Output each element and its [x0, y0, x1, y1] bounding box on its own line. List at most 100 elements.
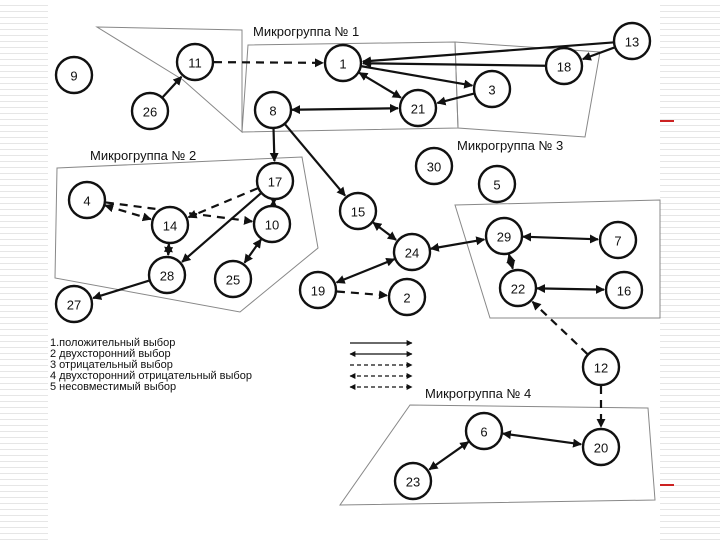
edge-14-28 — [163, 243, 174, 256]
edge-10-25 — [243, 238, 262, 264]
node-22: 22 — [498, 268, 538, 308]
node-label: 24 — [405, 246, 419, 261]
node-circle — [213, 259, 253, 299]
node-circle — [147, 255, 187, 295]
node-7: 7 — [598, 220, 638, 260]
nodes-layer: 1234567891011121314151617181920212223242… — [54, 21, 652, 501]
edge-26-11 — [162, 75, 183, 98]
node-circle — [581, 347, 621, 387]
edge-28-27 — [92, 279, 150, 300]
node-label: 30 — [427, 160, 441, 175]
slide-marker — [660, 484, 674, 486]
node-circle — [150, 205, 190, 245]
node-circle — [54, 284, 94, 324]
node-label: 22 — [511, 282, 525, 297]
node-4: 4 — [67, 180, 107, 220]
node-label: 23 — [406, 475, 420, 490]
node-9: 9 — [54, 55, 94, 95]
node-label: 6 — [480, 425, 487, 440]
node-label: 18 — [557, 60, 571, 75]
node-12: 12 — [581, 347, 621, 387]
node-circle — [604, 270, 644, 310]
node-label: 29 — [497, 230, 511, 245]
node-circle — [255, 161, 295, 201]
node-19: 19 — [298, 270, 338, 310]
node-circle — [54, 55, 94, 95]
legend-label-1: 1.положительный выбор — [50, 337, 175, 349]
node-label: 20 — [594, 441, 608, 456]
node-circle — [392, 232, 432, 272]
edges-layer — [92, 41, 615, 471]
node-16: 16 — [604, 270, 644, 310]
node-10: 10 — [252, 204, 292, 244]
node-6: 6 — [464, 411, 504, 451]
node-circle — [581, 427, 621, 467]
node-circle — [175, 42, 215, 82]
edge-1-21 — [358, 71, 402, 99]
node-18: 18 — [544, 46, 584, 86]
node-5: 5 — [477, 164, 517, 204]
node-label: 26 — [143, 105, 157, 120]
microgroup-4-label: Микрогруппа № 4 — [425, 386, 531, 401]
edge-11-1 — [213, 58, 324, 68]
node-30: 30 — [414, 146, 454, 186]
edge-4-14 — [104, 203, 152, 222]
edge-17-14 — [187, 187, 258, 219]
node-3: 3 — [472, 69, 512, 109]
node-23: 23 — [393, 461, 433, 501]
node-label: 4 — [83, 194, 90, 209]
legend-label-4: 4 двухсторонний отрицательный выбор — [50, 370, 252, 382]
node-label: 15 — [351, 205, 365, 220]
node-circle — [323, 43, 363, 83]
node-2: 2 — [387, 277, 427, 317]
edge-3-21 — [436, 92, 474, 106]
node-circle — [612, 21, 652, 61]
node-label: 10 — [265, 218, 279, 233]
node-circle — [338, 191, 378, 231]
node-15: 15 — [338, 191, 378, 231]
edge-18-1 — [362, 58, 546, 68]
slide-marker — [660, 120, 674, 122]
edge-15-24 — [372, 221, 397, 241]
node-circle — [414, 146, 454, 186]
edge-8-21 — [291, 103, 399, 115]
edge-19-2 — [336, 290, 388, 300]
node-label: 14 — [163, 219, 177, 234]
node-circle — [398, 88, 438, 128]
microgroup-4-outline — [339, 404, 656, 506]
edge-29-7 — [522, 232, 599, 244]
node-27: 27 — [54, 284, 94, 324]
legend-label-5: 5 несовместимый выбор — [50, 381, 176, 393]
microgroup-outlines — [54, 26, 661, 506]
node-circle — [298, 270, 338, 310]
node-label: 13 — [625, 35, 639, 50]
node-circle — [544, 46, 584, 86]
node-17: 17 — [255, 161, 295, 201]
node-circle — [484, 216, 524, 256]
node-21: 21 — [398, 88, 438, 128]
node-circle — [130, 91, 170, 131]
edge-22-16 — [536, 284, 605, 294]
node-label: 5 — [493, 178, 500, 193]
node-circle — [472, 69, 512, 109]
edge-8-15 — [284, 123, 346, 197]
node-14: 14 — [150, 205, 190, 245]
node-label: 17 — [268, 175, 282, 190]
edge-29-22 — [506, 253, 516, 270]
legend-label-3: 3 отрицательный выбор — [50, 359, 173, 371]
node-26: 26 — [130, 91, 170, 131]
microgroup-2-label: Микрогруппа № 2 — [90, 148, 196, 163]
edge-13-18 — [581, 46, 615, 61]
microgroup-1-label: Микрогруппа № 1 — [253, 24, 359, 39]
node-label: 25 — [226, 273, 240, 288]
edge-8-17 — [269, 128, 279, 162]
edge-12-22 — [531, 300, 588, 355]
node-11: 11 — [175, 42, 215, 82]
node-13: 13 — [612, 21, 652, 61]
node-circle — [393, 461, 433, 501]
microgroup-1-outline — [95, 26, 243, 134]
microgroup-1-outline-c — [454, 41, 601, 138]
node-24: 24 — [392, 232, 432, 272]
node-circle — [252, 204, 292, 244]
